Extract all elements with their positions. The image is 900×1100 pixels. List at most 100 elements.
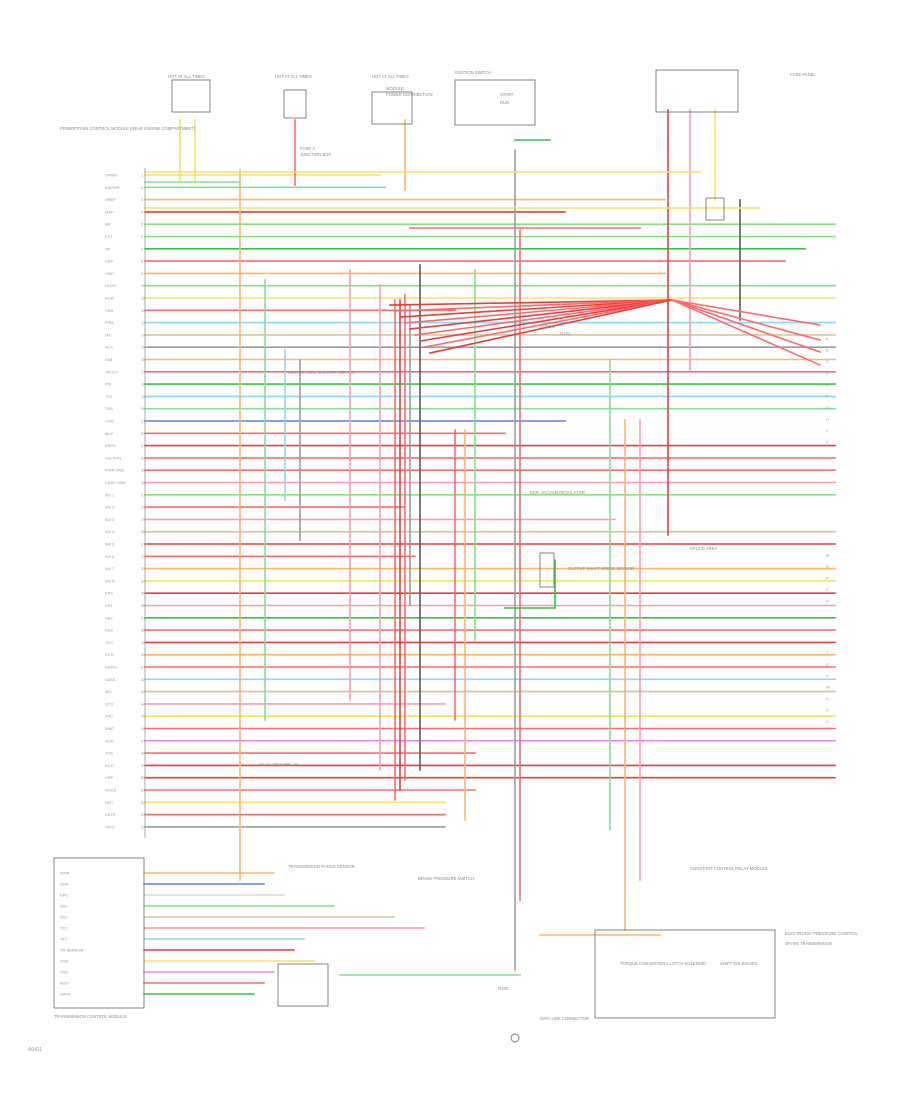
pcm-pin-label: VREF (105, 197, 116, 202)
right-terminal: Z (826, 719, 829, 724)
splice-fan-wire (414, 299, 673, 336)
pcm-pin-label: INJ 2 (105, 505, 115, 510)
pcm-pin-label: HFC (105, 800, 113, 805)
pcm-pin-number: 32 (141, 554, 146, 559)
sensor-box (539, 552, 555, 588)
pcm-pin-number: 23 (141, 443, 146, 448)
pcm-pin-label: EPC (105, 591, 113, 596)
tcm-title: TRANSMISSION CONTROL MODULE (54, 1014, 127, 1019)
pcm-pin-label: CMP (105, 271, 114, 276)
pcm-pin-number: 1 (141, 173, 144, 178)
pcm-pin-number: 14 (141, 332, 146, 337)
component-label: DATA LINK CONNECTOR (540, 1016, 589, 1021)
pcm-pin-number: 4 (141, 209, 144, 214)
pcm-pin-number: 40 (141, 652, 146, 657)
component-label: TRANSMISSION RANGE SENSOR (288, 864, 355, 869)
pcm-pin-number: 41 (141, 665, 146, 670)
splice-fan-wire (429, 299, 673, 354)
component-label: CONSTANT CONTROL RELAY MODULE (690, 866, 768, 871)
pcm-pin-label: FPM (105, 320, 113, 325)
fuse-panel-box (655, 69, 739, 113)
splice-fan-wire (394, 299, 673, 312)
pcm-pin-label: VPWR (105, 173, 117, 178)
pcm-pin-label: INJ 7 (105, 566, 115, 571)
top-label: HOT AT ALL TIMES (168, 74, 205, 79)
pcm-pin-number: 54 (141, 824, 146, 829)
pcm-pin-label: SIG RTN (105, 455, 121, 460)
pcm-pin-number: 9 (141, 271, 144, 276)
tcm-pin-label: TR SENSOR (60, 948, 83, 953)
top-label: RUN (500, 100, 509, 105)
tcm-pin-label: TCC (60, 926, 68, 931)
pcm-pin-label: PIP (105, 382, 112, 387)
pcm-pin-number: 16 (141, 357, 146, 362)
pcm-pin-label: FPC (105, 714, 113, 719)
right-terminal: X (826, 696, 829, 701)
pcm-pin-label: OCIL (105, 738, 115, 743)
ground-symbol (510, 1033, 520, 1043)
right-terminal: G (826, 405, 829, 410)
pcm-pin-label: ECT (105, 234, 114, 239)
pcm-pin-number: 38 (141, 628, 146, 633)
relay-box (705, 197, 725, 221)
component-label: BRAKE PRESSURE SWITCH (418, 876, 474, 881)
pcm-pin-number: 46 (141, 726, 146, 731)
tcm-pin-label: DATA (60, 992, 70, 997)
component-label: G100 (498, 986, 509, 991)
component-label: SHIFT SOLENOIDS (720, 961, 758, 966)
top-label: FUSE 2 (300, 146, 315, 151)
pcm-pin-label: PATS (105, 824, 115, 829)
pcm-pin-label: SS2 (105, 615, 113, 620)
pcm-pin-label: INJ 1 (105, 492, 115, 497)
pcm-pin-label: INJ 5 (105, 542, 115, 547)
module-box-top (371, 91, 413, 125)
splice-fan-wire (409, 299, 673, 330)
top-label: JUNCTION BOX (300, 152, 331, 157)
pcm-pin-number: 20 (141, 406, 146, 411)
pcm-pin-number: 12 (141, 308, 146, 313)
pcm-pin-label: EGR (105, 296, 114, 301)
tcm-box (53, 857, 145, 1009)
ignition-switch-box (454, 79, 536, 126)
right-terminal: N (826, 564, 829, 569)
top-label: MODULE (386, 86, 404, 91)
pcm-pin-label: MIL (105, 689, 112, 694)
pcm-pin-label: SPOUT (105, 369, 119, 374)
splice-right-wire (670, 298, 822, 354)
sensor-wire (504, 559, 556, 609)
pcm-pin-number: 52 (141, 800, 146, 805)
pcm-pin-number: 13 (141, 320, 146, 325)
splice-right-wire (670, 298, 822, 367)
pcm-pin-label: INJ 8 (105, 578, 115, 583)
splice-fan-wire (419, 299, 673, 342)
right-terminal: D (826, 371, 829, 376)
pcm-pin-label: CCS (105, 652, 114, 657)
pcm-pin-label: TP (105, 246, 110, 251)
pcm-pin-number: 27 (141, 492, 146, 497)
pcm-pin-number: 43 (141, 689, 146, 694)
pcm-pin-number: 2 (141, 185, 144, 190)
pcm-pin-label: INJ 3 (105, 517, 115, 522)
tcm-pin-label: OSS (60, 959, 69, 964)
component-label: FUSE 3 (540, 324, 555, 329)
tcm-pin-label: TFT (60, 937, 68, 942)
pcm-pin-label: TCC (105, 640, 113, 645)
component-label: ELECTRONIC PRESSURE CONTROL (785, 931, 858, 936)
pcm-pin-label: CKP (105, 259, 114, 264)
pcm-pin-number: 24 (141, 455, 146, 460)
component-label: SPLICE AREA (690, 546, 717, 551)
pcm-pin-label: DATA+ (105, 665, 118, 670)
pcm-pin-label: DATA- (105, 677, 117, 682)
pcm-pin-label: STO (105, 701, 113, 706)
pcm-pin-number: 3 (141, 197, 144, 202)
right-terminal: B (826, 348, 829, 353)
right-terminal: W (826, 685, 830, 690)
top-label: HOT AT ALL TIMES (372, 74, 409, 79)
pcm-pin-number: 19 (141, 394, 146, 399)
fuse-box-2 (283, 89, 307, 119)
pcm-pin-label: PWR GND (105, 468, 124, 473)
pcm-pin-number: 48 (141, 751, 146, 756)
top-label: HOT AT ALL TIMES (275, 74, 312, 79)
component-label: 4R70W TRANSMISSION (785, 941, 832, 946)
